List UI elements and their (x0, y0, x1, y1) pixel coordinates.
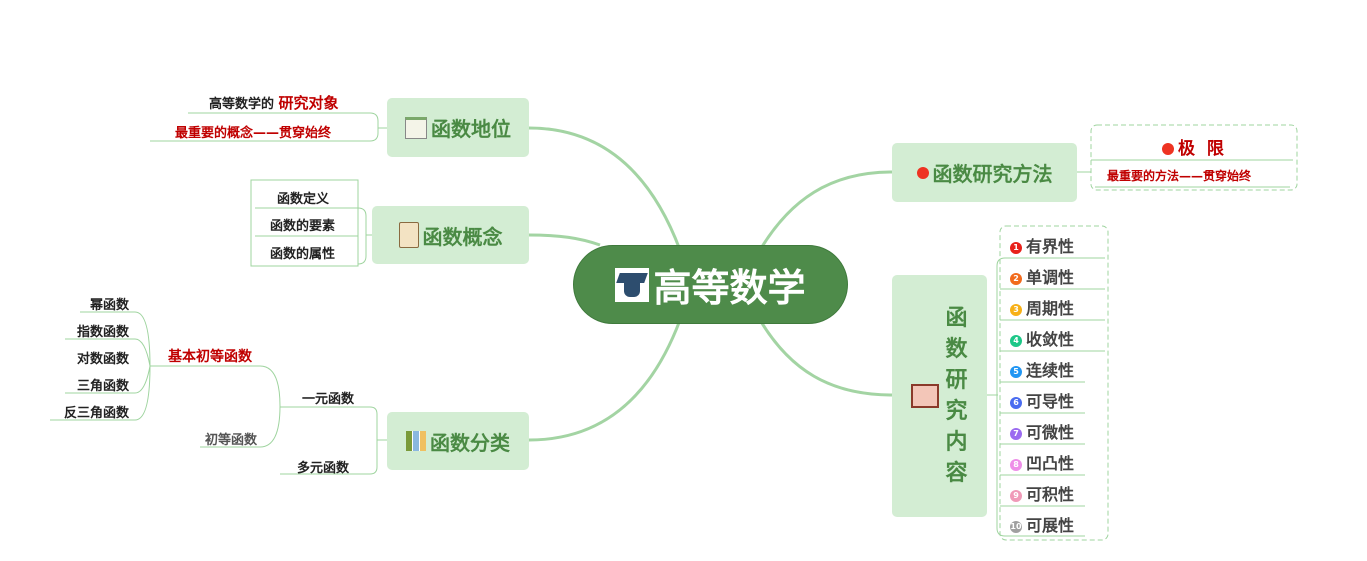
property-item[interactable]: 1 有界性 (1010, 233, 1074, 257)
property-label: 单调性 (1026, 268, 1075, 287)
subtopic-unary[interactable]: 一元函数 (302, 392, 355, 407)
title-char: 究 (945, 399, 968, 424)
property-label: 可展性 (1026, 516, 1075, 535)
leaf-exponential[interactable]: 指数函数 (76, 325, 129, 340)
number-badge-icon: 1 (1010, 241, 1022, 254)
chart-icon (405, 116, 427, 139)
topic-label: 函数研究方法 (932, 162, 1053, 186)
title-char: 容 (945, 461, 968, 486)
leaf-logarithmic[interactable]: 对数函数 (76, 352, 129, 367)
graduation-cap-icon (615, 267, 650, 302)
property-item[interactable]: 4 收敛性 (1010, 326, 1074, 350)
number-badge-icon: 6 (1010, 396, 1022, 409)
topic-research-content[interactable]: 函数研究内容 (892, 275, 987, 517)
subtopic-key-concept[interactable]: 最重要的概念——贯穿始终 (175, 126, 332, 141)
title-char: 内 (945, 430, 968, 455)
title-char: 函 (945, 306, 968, 331)
topic-label: 函数概念 (422, 224, 503, 249)
property-item[interactable]: 9 可积性 (1010, 481, 1074, 505)
number-badge-icon: 10 (1010, 520, 1022, 533)
topic-research-method[interactable]: 函数研究方法 (892, 143, 1077, 202)
property-label: 可导性 (1026, 392, 1075, 411)
title-char: 数 (945, 337, 968, 362)
central-topic[interactable]: 高等数学 (573, 245, 848, 324)
number-badge-icon: 4 (1010, 334, 1022, 347)
topic-function-concept[interactable]: 函数概念 (372, 206, 529, 264)
topic-function-status[interactable]: 函数地位 (387, 98, 529, 157)
scroll-icon (398, 222, 419, 248)
property-label: 可积性 (1026, 485, 1075, 504)
title-char: 研 (945, 368, 968, 393)
property-item[interactable]: 6 可导性 (1010, 388, 1074, 412)
property-label: 连续性 (1026, 361, 1075, 380)
limit-label: 极 限 (1178, 139, 1224, 159)
central-topic-label: 高等数学 (653, 266, 806, 310)
book-icon (911, 384, 940, 408)
property-item[interactable]: 5 连续性 (1010, 357, 1074, 381)
star-badge-icon (916, 166, 929, 179)
subtopic-prefix: 高等数学的 (209, 97, 275, 112)
leaf-power[interactable]: 幂函数 (89, 298, 129, 313)
subtopic-basic-elementary[interactable]: 基本初等函数 (168, 349, 252, 365)
property-label: 收敛性 (1026, 330, 1075, 349)
subtopic-elementary[interactable]: 初等函数 (205, 433, 258, 448)
topic-label: 函数分类 (430, 430, 510, 455)
number-badge-icon: 2 (1010, 272, 1022, 285)
topic-label: 函数地位 (431, 117, 511, 141)
number-badge-icon: 8 (1010, 458, 1022, 471)
leaf-inverse-trig[interactable]: 反三角函数 (63, 406, 129, 421)
number-badge-icon: 3 (1010, 303, 1022, 316)
subtopic-multivariate[interactable]: 多元函数 (297, 461, 350, 476)
subtopic-properties[interactable]: 函数的属性 (270, 247, 336, 262)
property-item[interactable]: 8 凹凸性 (1010, 450, 1074, 474)
binders-icon (406, 431, 426, 451)
subtopic-method-note[interactable]: 最重要的方法——贯穿始终 (1107, 169, 1252, 183)
number-badge-icon: 7 (1010, 427, 1022, 440)
property-label: 凹凸性 (1026, 454, 1075, 473)
subtopic-definition[interactable]: 函数定义 (277, 192, 330, 207)
subtopic-emphasis: 研究对象 (278, 94, 339, 112)
subtopic-limit[interactable]: 极 限 (1162, 134, 1224, 159)
flag-icon (1162, 143, 1174, 155)
topic-function-classification[interactable]: 函数分类 (387, 412, 529, 470)
leaf-trigonometric[interactable]: 三角函数 (76, 379, 129, 394)
property-label: 有界性 (1026, 237, 1075, 256)
subtopic-elements[interactable]: 函数的要素 (270, 219, 336, 234)
property-item[interactable]: 10 可展性 (1010, 512, 1074, 536)
topic-label: 函数研究内容 (945, 303, 967, 489)
property-item[interactable]: 3 周期性 (1010, 295, 1074, 319)
number-badge-icon: 9 (1010, 489, 1022, 502)
number-badge-icon: 5 (1010, 365, 1022, 378)
subtopic-research-object[interactable]: 高等数学的 研究对象 (209, 92, 339, 113)
property-item[interactable]: 7 可微性 (1010, 419, 1074, 443)
property-label: 周期性 (1026, 299, 1075, 318)
property-item[interactable]: 2 单调性 (1010, 264, 1074, 288)
property-label: 可微性 (1026, 423, 1075, 442)
